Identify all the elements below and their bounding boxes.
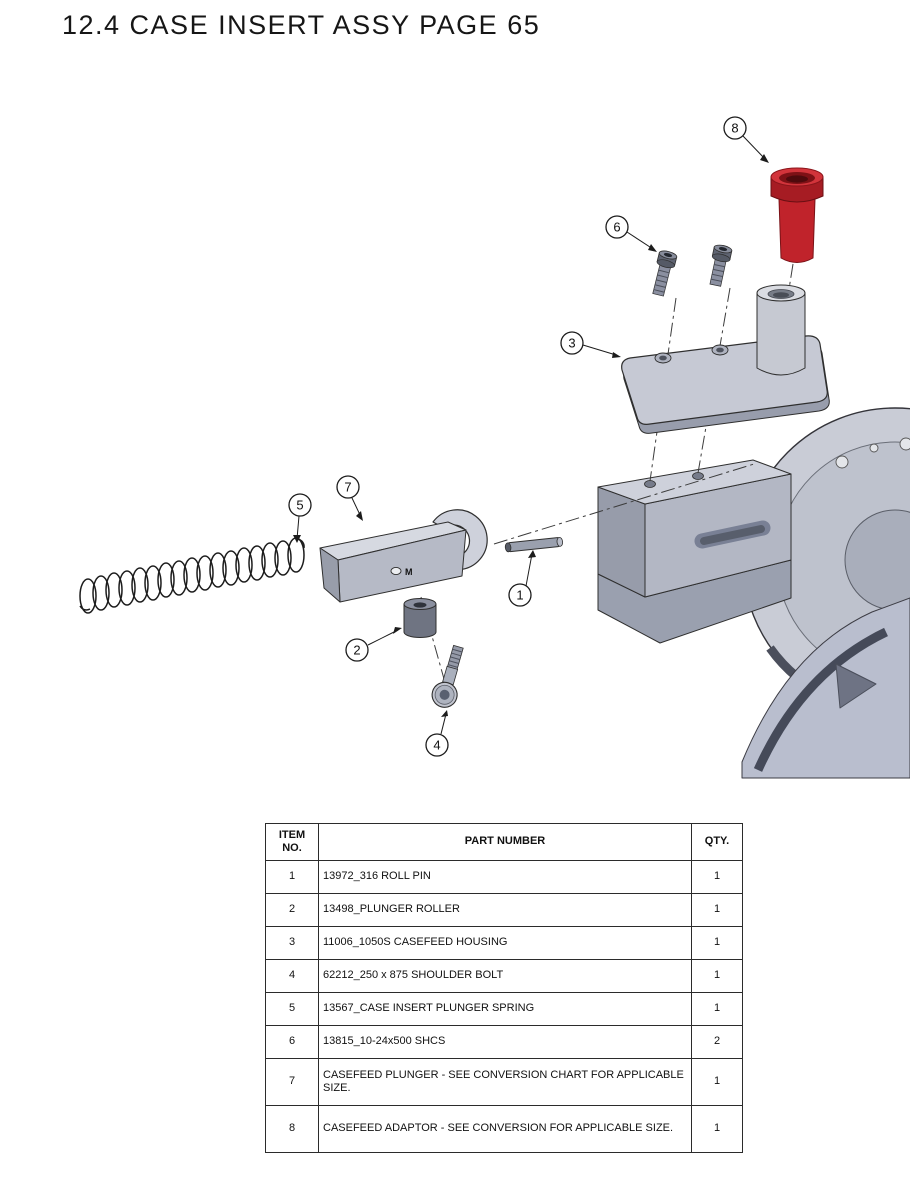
item-no-cell: 7 — [265, 1058, 319, 1106]
table-row: 7 CASEFEED PLUNGER - SEE CONVERSION CHAR… — [265, 1058, 743, 1106]
table-row: 5 13567_CASE INSERT PLUNGER SPRING 1 — [265, 992, 743, 1026]
part-number-cell: 11006_1050S CASEFEED HOUSING — [318, 926, 692, 960]
table-row: 6 13815_10-24x500 SHCS 2 — [265, 1025, 743, 1059]
qty-cell: 1 — [691, 893, 743, 927]
qty-cell: 2 — [691, 1025, 743, 1059]
balloon-7: 7 — [336, 475, 360, 499]
shcs-screw-part — [709, 244, 733, 287]
plunger-spring-part — [79, 537, 305, 614]
balloon-4: 4 — [425, 733, 449, 757]
plunger-roller-part — [403, 598, 437, 638]
table-row: 3 11006_1050S CASEFEED HOUSING 1 — [265, 926, 743, 960]
leader-arrowheads — [293, 154, 769, 717]
balloon-label: 8 — [731, 121, 738, 136]
table-row: 8 CASEFEED ADAPTOR - SEE CONVERSION FOR … — [265, 1105, 743, 1153]
item-no-cell: 5 — [265, 992, 319, 1026]
part-number-cell: 13815_10-24x500 SHCS — [318, 1025, 692, 1059]
part-number-cell: 13498_PLUNGER ROLLER — [318, 893, 692, 927]
balloon-3: 3 — [560, 331, 584, 355]
part-number-header: PART NUMBER — [318, 823, 692, 861]
table-header-row: ITEM NO. PART NUMBER QTY. — [265, 823, 743, 861]
balloon-label: 7 — [344, 480, 351, 495]
balloon-leaders — [296, 135, 766, 735]
qty-cell: 1 — [691, 1105, 743, 1153]
plunger-mark-label: M — [405, 567, 413, 577]
item-no-cell: 6 — [265, 1025, 319, 1059]
table-row: 1 13972_316 ROLL PIN 1 — [265, 860, 743, 894]
part-number-cell: 62212_250 x 875 SHOULDER BOLT — [318, 959, 692, 993]
roll-pin-part — [504, 537, 564, 553]
balloon-label: 1 — [516, 588, 523, 603]
item-no-cell: 4 — [265, 959, 319, 993]
balloon-8: 8 — [723, 116, 747, 140]
qty-cell: 1 — [691, 1058, 743, 1106]
shcs-screw-part — [652, 250, 678, 297]
balloon-label: 3 — [568, 336, 575, 351]
part-number-cell: 13972_316 ROLL PIN — [318, 860, 692, 894]
item-no-cell: 8 — [265, 1105, 319, 1153]
casefeed-plunger-part: M — [319, 509, 488, 603]
parts-table: ITEM NO. PART NUMBER QTY. 1 13972_316 RO… — [265, 823, 743, 1153]
exploded-view-diagram: M — [79, 116, 910, 779]
balloon-label: 2 — [353, 643, 360, 658]
part-number-cell: CASEFEED ADAPTOR - SEE CONVERSION FOR AP… — [318, 1105, 692, 1153]
balloon-6: 6 — [605, 215, 629, 239]
item-no-cell: 1 — [265, 860, 319, 894]
casefeed-adaptor-part — [770, 167, 824, 263]
qty-cell: 1 — [691, 992, 743, 1026]
page-title: 12.4 CASE INSERT ASSY PAGE 65 — [62, 10, 541, 40]
table-row: 4 62212_250 x 875 SHOULDER BOLT 1 — [265, 959, 743, 993]
casefeed-housing-part — [621, 284, 830, 434]
qty-cell: 1 — [691, 926, 743, 960]
qty-header: QTY. — [691, 823, 743, 861]
balloon-2: 2 — [345, 638, 369, 662]
item-no-cell: 3 — [265, 926, 319, 960]
part-number-cell: 13567_CASE INSERT PLUNGER SPRING — [318, 992, 692, 1026]
housing-cylinder-boss — [756, 284, 806, 376]
item-no-cell: 2 — [265, 893, 319, 927]
balloon-label: 5 — [296, 498, 303, 513]
shoulder-bolt-part — [431, 644, 464, 708]
qty-cell: 1 — [691, 959, 743, 993]
balloon-label: 6 — [613, 220, 620, 235]
balloon-1: 1 — [508, 583, 532, 607]
base-chute — [741, 597, 910, 779]
item-no-header: ITEM NO. — [265, 823, 319, 861]
part-number-cell: CASEFEED PLUNGER - SEE CONVERSION CHART … — [318, 1058, 692, 1106]
qty-cell: 1 — [691, 860, 743, 894]
balloon-label: 4 — [433, 738, 440, 753]
balloon-5: 5 — [288, 493, 312, 517]
table-row: 2 13498_PLUNGER ROLLER 1 — [265, 893, 743, 927]
